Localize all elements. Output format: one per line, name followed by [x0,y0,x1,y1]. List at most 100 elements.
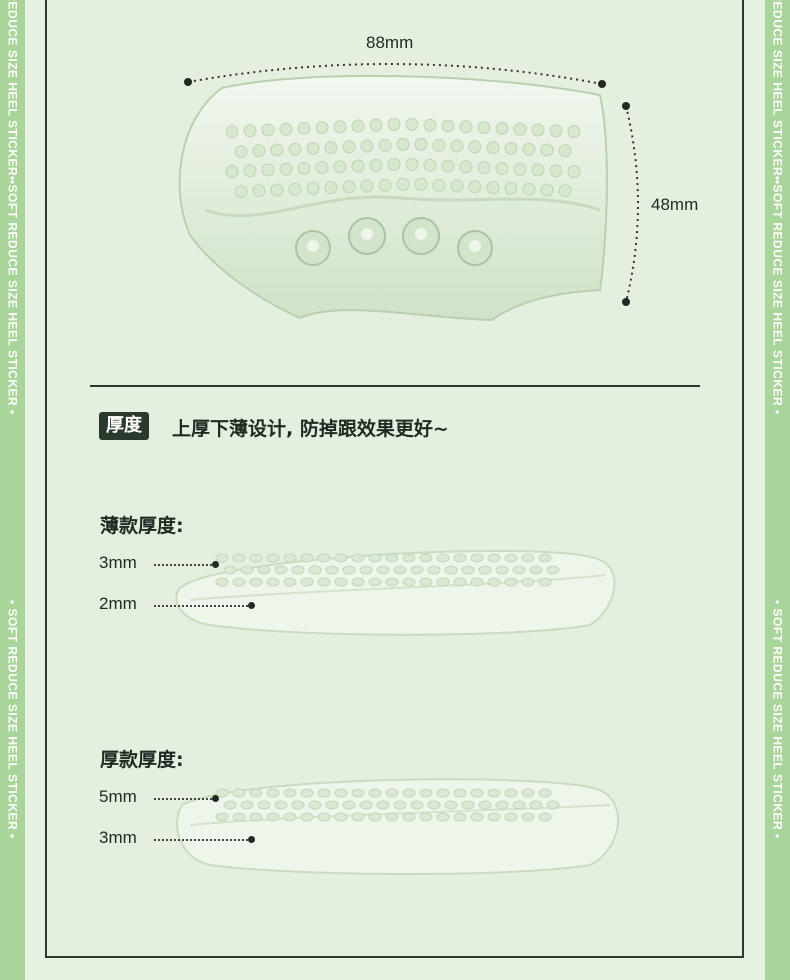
texture-dot [419,553,433,563]
texture-dot [521,577,535,587]
texture-dot [478,800,492,810]
texture-dot [477,121,491,135]
texture-dot [453,553,467,563]
texture-dot [513,122,527,136]
texture-dot [300,788,314,798]
texture-dot [283,788,297,798]
texture-dot [300,812,314,822]
texture-dot [414,177,428,191]
texture-dot [538,577,552,587]
leader-line [154,839,248,841]
texture-dot [521,553,535,563]
texture-dot [393,565,407,575]
texture-dot [249,553,263,563]
texture-dot [232,812,246,822]
texture-dot [538,812,552,822]
texture-dot [378,178,392,192]
texture-dot [249,577,263,587]
texture-dot [402,577,416,587]
texture-dot [567,125,581,139]
texture-dot [243,164,257,178]
texture-dot [215,553,229,563]
texture-dot [513,162,527,176]
texture-dot [283,553,297,563]
texture-dot [234,145,248,159]
texture-dot [468,180,482,194]
thick-bottom-thickness: 3mm [99,828,137,847]
texture-dot [317,788,331,798]
marker-dot [248,836,255,843]
leader-line [154,564,212,566]
texture-dot [504,141,518,155]
texture-dot [288,142,302,156]
texture-dot [495,565,509,575]
texture-dot [402,812,416,822]
texture-dot [306,141,320,155]
texture-dot [461,800,475,810]
leader-line [154,798,212,800]
texture-dot [324,141,338,155]
texture-dot [240,800,254,810]
texture-dot [444,565,458,575]
texture-dot [376,565,390,575]
texture-dot [486,141,500,155]
texture-dot [274,565,288,575]
texture-dot [414,137,428,151]
texture-dot [453,788,467,798]
texture-dot [393,800,407,810]
texture-dot [477,161,491,175]
texture-dot [300,553,314,563]
texture-dot [432,138,446,152]
texture-dot [385,553,399,563]
texture-dot [470,577,484,587]
texture-dot [249,788,263,798]
texture-dot [342,140,356,154]
texture-dot [441,159,455,173]
texture-dot [459,160,473,174]
texture-dot [234,185,248,199]
thin-pad-side-view [175,550,616,636]
texture-dot [478,565,492,575]
texture-dot [423,158,437,172]
texture-dot [522,142,536,156]
texture-dot [512,565,526,575]
texture-dot [549,124,563,138]
texture-dot [369,118,383,132]
leader-line [154,605,248,607]
texture-dot [531,163,545,177]
texture-dot [453,577,467,587]
texture-dot [324,181,338,195]
texture-dot [432,178,446,192]
texture-dot [402,553,416,563]
texture-dot [351,577,365,587]
texture-dot [240,565,254,575]
texture-dot [495,161,509,175]
texture-dot [495,800,509,810]
texture-dot [252,184,266,198]
texture-dot [540,143,554,157]
texture-dot [334,812,348,822]
texture-dot [495,121,509,135]
texture-dot [436,788,450,798]
texture-dot [215,788,229,798]
texture-dot [334,788,348,798]
marker-dot [212,561,219,568]
texture-dot [315,121,329,135]
texture-dot [436,812,450,822]
side-banner-text: • SOFT REDUCE SIZE HEEL STICKER • [770,600,785,839]
texture-dot [317,553,331,563]
texture-dot [342,180,356,194]
texture-dot [300,577,314,587]
side-banner-text: • SOFT REDUCE SIZE HEEL STICKER • [770,0,785,185]
texture-dot [297,161,311,175]
texture-dot [531,123,545,137]
thin-version-title: 薄款厚度: [100,515,184,537]
marker-dot [248,602,255,609]
texture-dot [266,812,280,822]
texture-dot [308,800,322,810]
texture-dot [405,157,419,171]
texture-dot [504,577,518,587]
width-dimension-label: 88mm [366,33,414,52]
texture-dot [279,122,293,136]
texture-dot [232,577,246,587]
